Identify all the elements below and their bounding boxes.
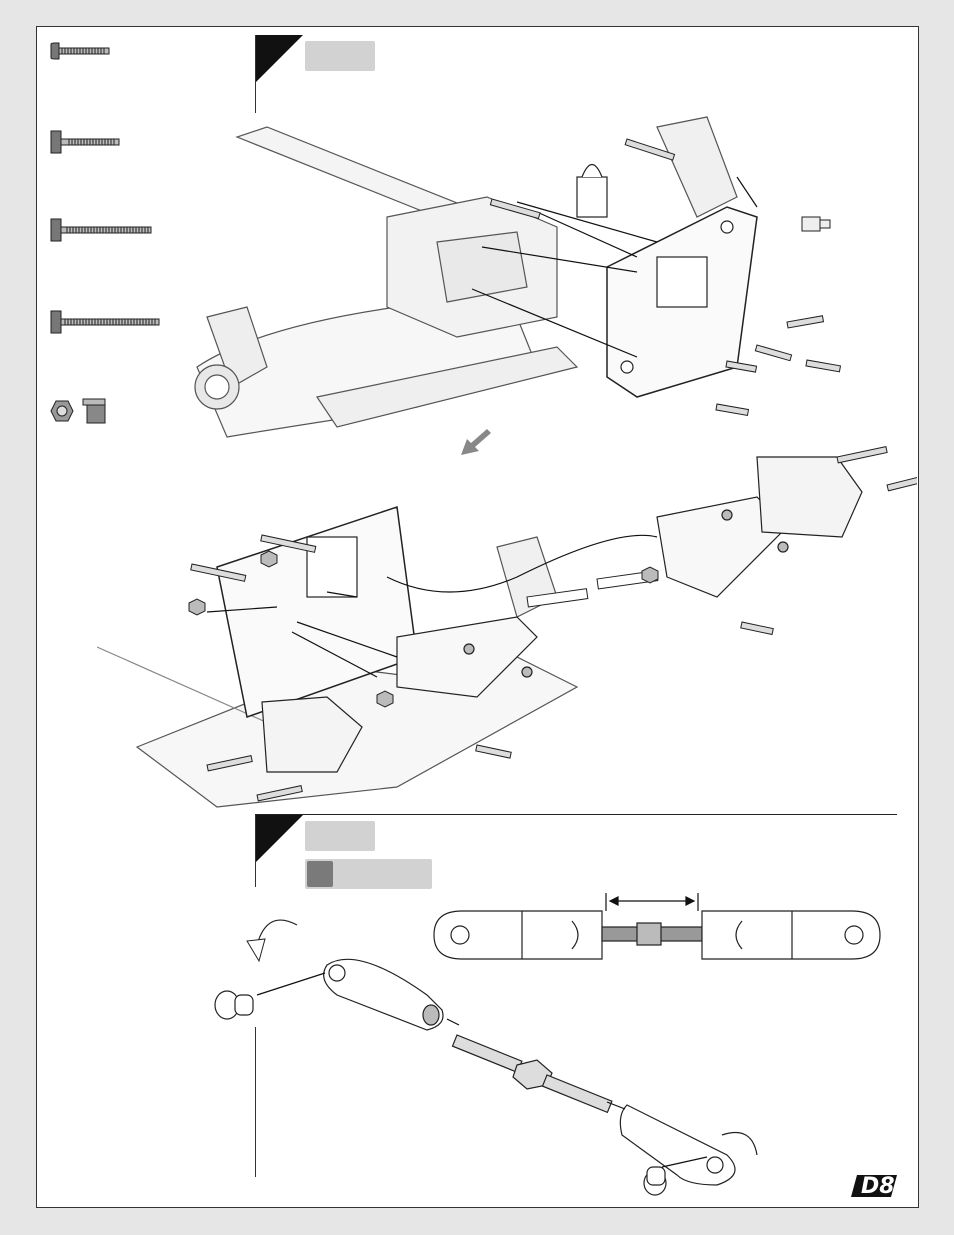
cap-head-screw-short-icon bbox=[50, 130, 120, 154]
flanged-nut-icon bbox=[82, 398, 106, 424]
pivot-ball-icon bbox=[643, 1166, 667, 1196]
step-label-box bbox=[305, 41, 375, 71]
brand-logo-text: D8 bbox=[861, 1174, 895, 1199]
ball-stud-callout bbox=[801, 216, 831, 232]
section-separator bbox=[255, 814, 897, 815]
camber-link-holder-upper bbox=[656, 496, 789, 598]
rotation-arrow-icon bbox=[721, 1131, 758, 1156]
rod-end bbox=[323, 958, 444, 1031]
step-divider-line bbox=[255, 1027, 256, 1177]
manual-page: D8 bbox=[36, 26, 919, 1208]
direction-arrow-icon bbox=[461, 429, 491, 455]
turnbuckle-exploded-drawing bbox=[214, 919, 758, 1196]
step-label-box bbox=[305, 821, 375, 851]
step-marker bbox=[255, 35, 303, 83]
sub-badge bbox=[307, 861, 333, 887]
rod-end bbox=[619, 1104, 736, 1186]
mount-plate-upper bbox=[756, 456, 863, 538]
camber-link-holder-lower bbox=[396, 616, 538, 698]
shock-tower-assembly-drawing bbox=[194, 116, 842, 438]
turnbuckle-rod bbox=[451, 1034, 613, 1114]
step-divider-line bbox=[255, 35, 256, 113]
camber-mount-assembly-drawing bbox=[97, 446, 917, 808]
mount-plate-lower bbox=[261, 696, 363, 773]
hardware-legend bbox=[50, 42, 160, 424]
hinge-pin bbox=[526, 588, 589, 608]
step-divider-line bbox=[255, 815, 256, 887]
button-head-screw-icon bbox=[50, 42, 110, 60]
step-marker bbox=[255, 815, 303, 863]
cap-head-screw-long-icon bbox=[50, 218, 152, 242]
pivot-ball-icon bbox=[214, 990, 254, 1020]
screw-callouts bbox=[489, 138, 842, 417]
brand-logo: D8 bbox=[851, 1174, 897, 1199]
turnbuckle-length-diagram bbox=[433, 893, 881, 960]
cap-head-screw-xlong-icon bbox=[50, 310, 160, 334]
lock-nut-icon bbox=[50, 400, 74, 422]
